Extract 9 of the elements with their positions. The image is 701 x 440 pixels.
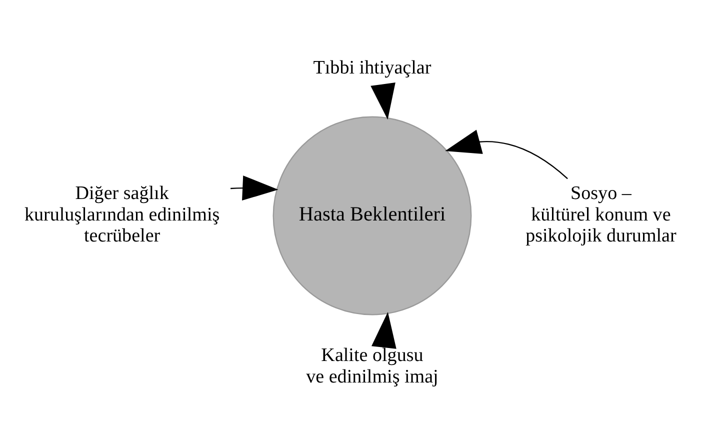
arrow <box>371 311 396 348</box>
arrow <box>445 129 568 179</box>
node-text: Diğer sağlık kuruluşlarından edinilmiş tecrübeler <box>24 182 220 246</box>
node-text: Kalite olgusu ve edinilmiş imaj <box>306 344 438 387</box>
node-circle: Hasta Beklentileri <box>272 116 472 315</box>
node-text: Sosyo – kültürel konum ve psikolojik durumlar <box>526 182 676 246</box>
arrow <box>370 82 396 120</box>
arrow <box>230 175 278 200</box>
node-text: Tıbbi ihtiyaçlar <box>313 57 432 78</box>
